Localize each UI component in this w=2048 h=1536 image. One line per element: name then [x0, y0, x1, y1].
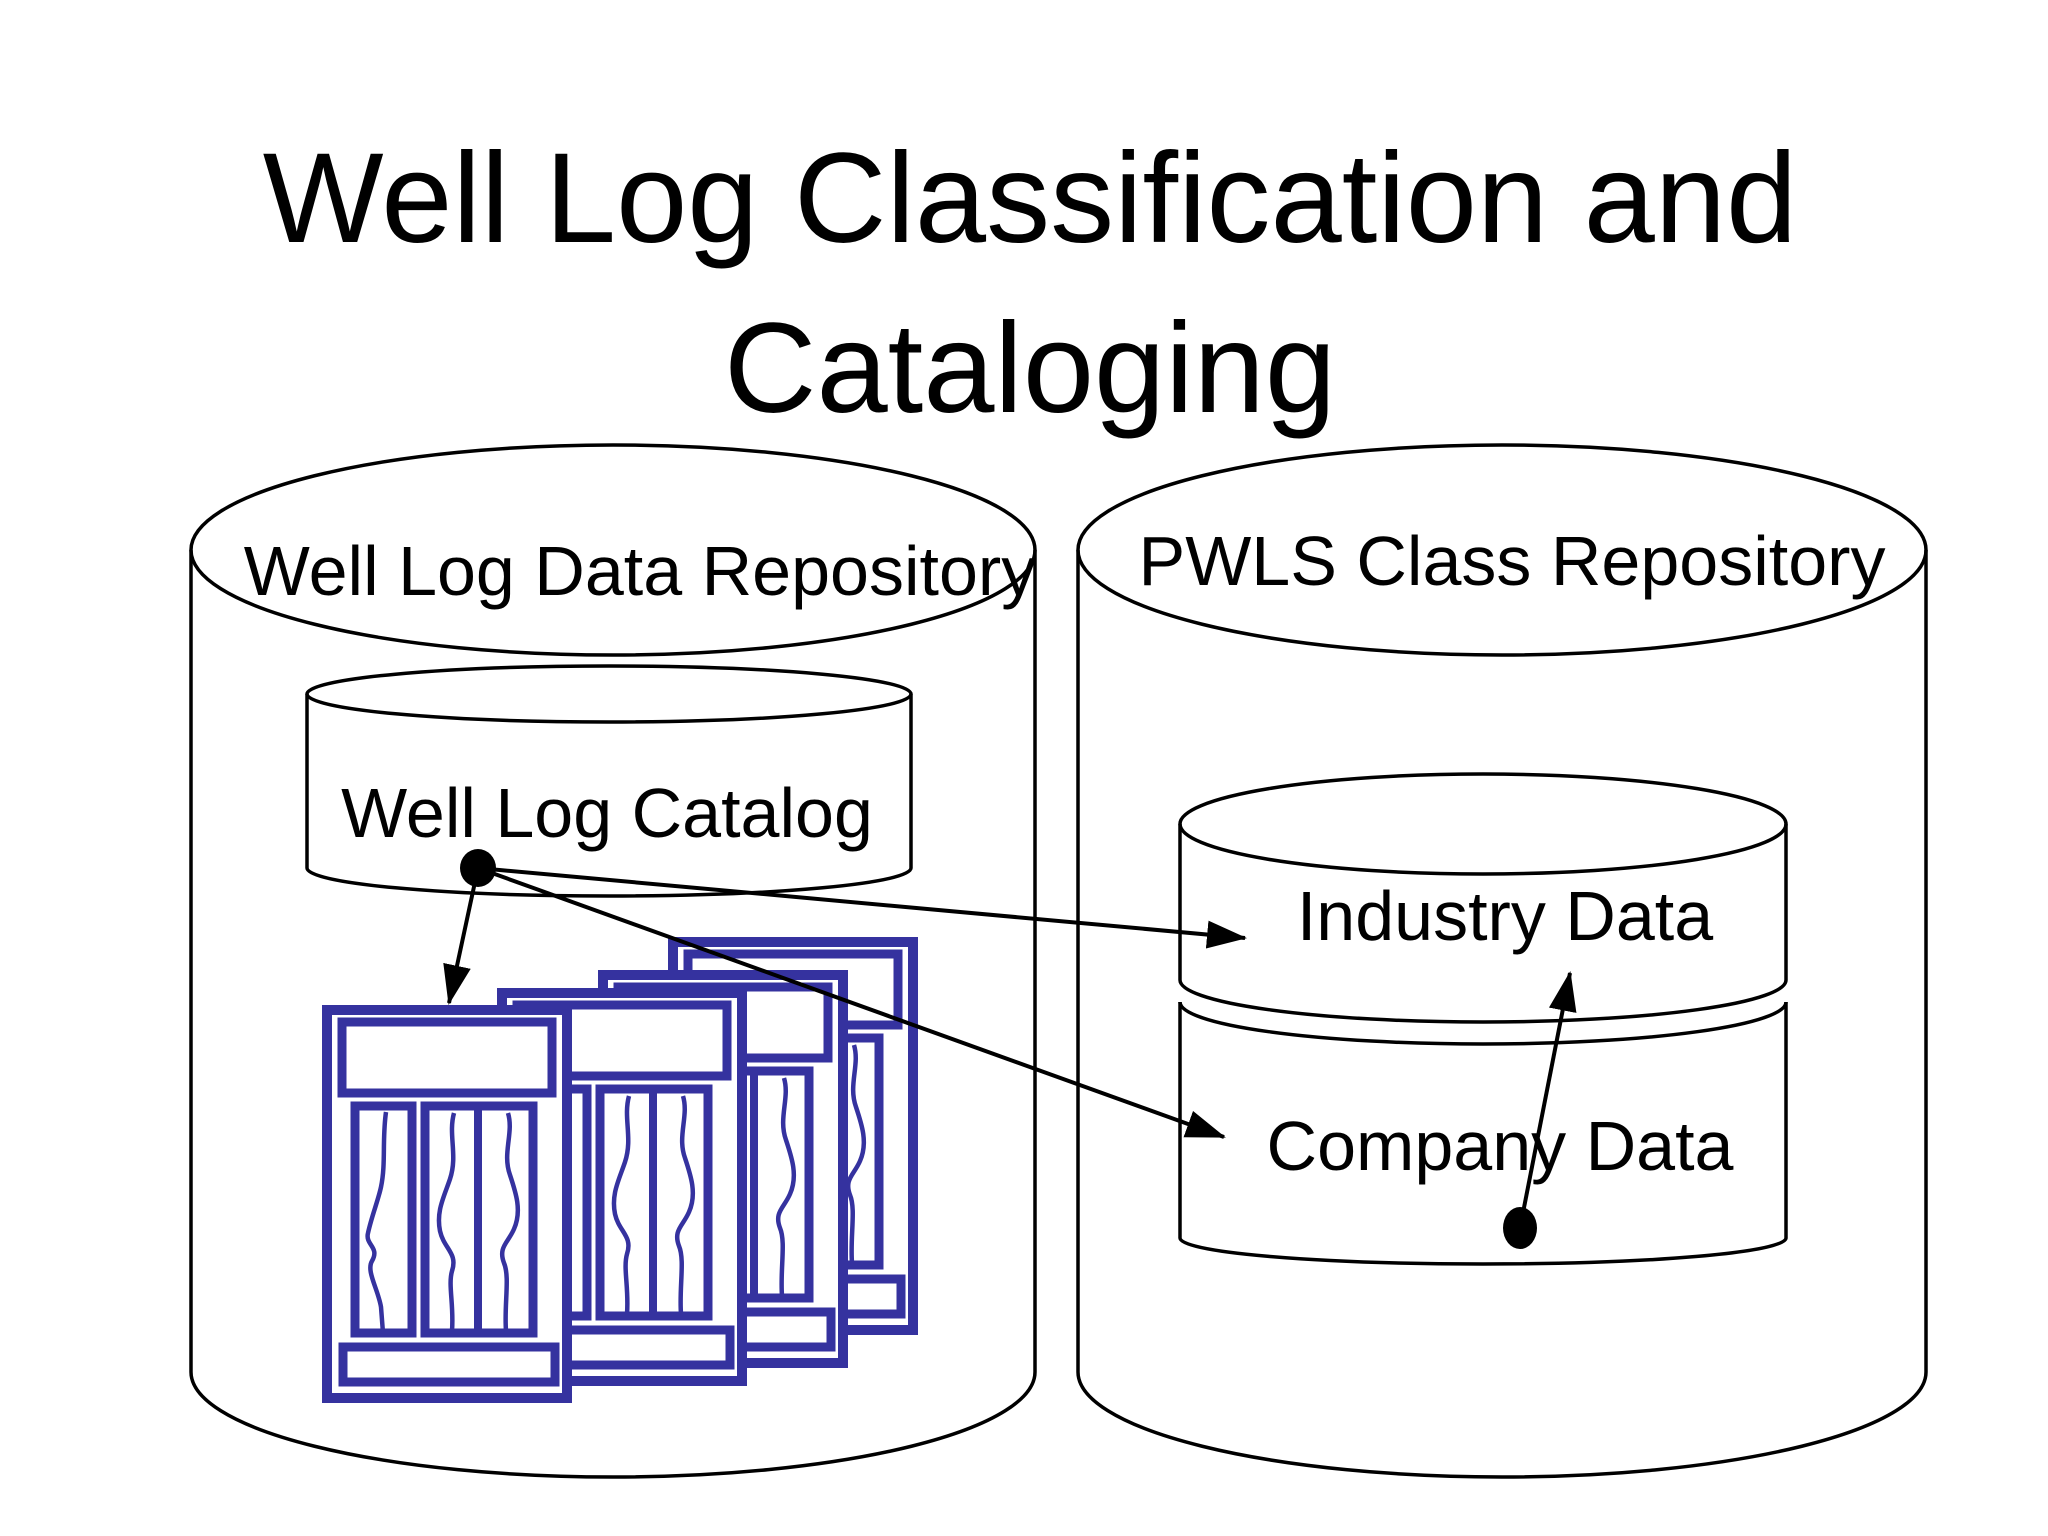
industry-data-label: Industry Data	[1297, 877, 1713, 955]
cylinder-top	[1076, 443, 1928, 657]
cylinder-body	[1178, 1002, 1788, 1266]
well-log-data-repository-cylinder: Well Log Data Repository	[189, 443, 1037, 1479]
title-line-2: Cataloging	[724, 297, 1336, 440]
well-log-documents	[327, 942, 913, 1398]
cylinder-top	[305, 664, 913, 724]
pwls-class-repository-cylinder: PWLS Class Repository	[1076, 443, 1928, 1479]
cylinder-body	[189, 550, 1037, 1479]
connector-dot-company	[1503, 1207, 1537, 1249]
arrow-catalog-to-company-data	[477, 866, 1226, 1139]
cylinder-body	[1076, 550, 1928, 1479]
well-log-data-repository-label: Well Log Data Repository	[244, 532, 1036, 610]
arrow-company-to-industry-data	[1518, 971, 1577, 1229]
well-log-document-icon	[327, 1010, 567, 1398]
cylinder-top	[189, 443, 1037, 657]
connectors	[443, 849, 1577, 1249]
well-log-catalog-cylinder: Well Log Catalog	[305, 664, 913, 898]
well-log-catalog-label: Well Log Catalog	[341, 774, 873, 852]
connector-dot-catalog	[460, 849, 496, 887]
company-data-label: Company Data	[1267, 1107, 1734, 1185]
arrow-catalog-to-documents	[443, 867, 480, 1005]
slide-title: Well Log Classification and Cataloging	[263, 127, 1797, 440]
industry-data-cylinder: Industry Data	[1178, 772, 1788, 1024]
cylinder-body	[1178, 824, 1788, 1024]
company-data-cylinder: Company Data	[1178, 1001, 1788, 1266]
cylinder-top	[1178, 772, 1788, 876]
cylinder-body	[305, 694, 913, 898]
pwls-class-repository-label: PWLS Class Repository	[1139, 522, 1886, 600]
cylinder-top	[1178, 1001, 1788, 1046]
title-line-1: Well Log Classification and	[263, 127, 1797, 270]
arrow-catalog-to-industry-data	[477, 866, 1247, 949]
